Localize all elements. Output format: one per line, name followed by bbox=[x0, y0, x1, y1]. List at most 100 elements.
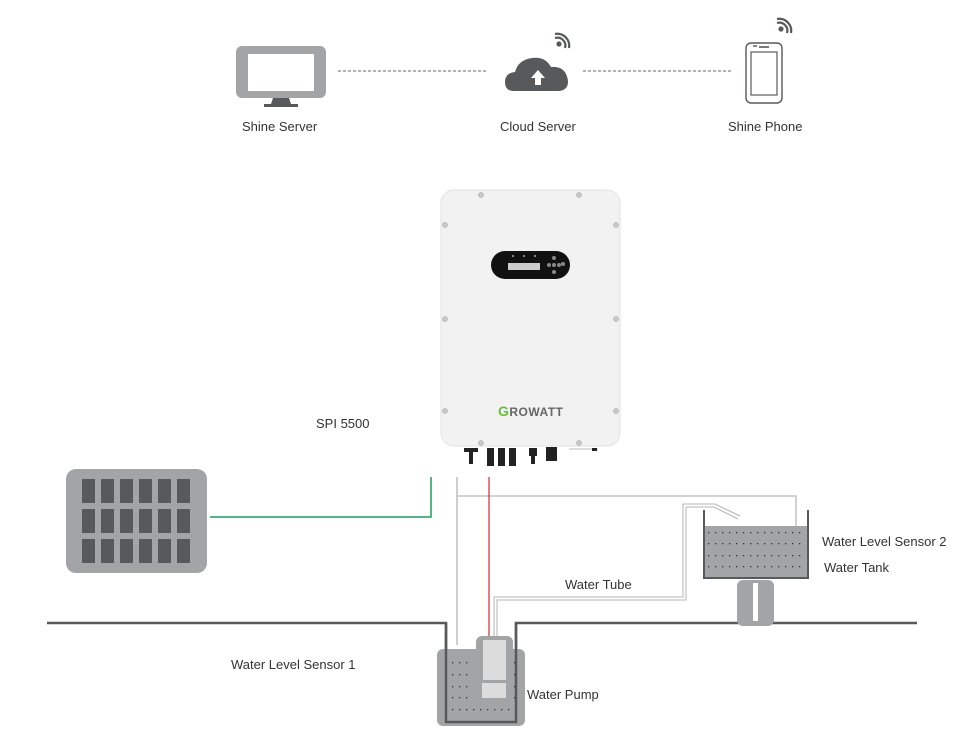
water-dot bbox=[785, 566, 787, 568]
shine-server-label: Shine Server bbox=[242, 119, 318, 134]
water-dot bbox=[785, 532, 787, 534]
water-dot bbox=[466, 686, 468, 688]
water-dot bbox=[729, 543, 731, 545]
sensor-2-cable bbox=[457, 495, 797, 528]
water-dot bbox=[736, 532, 738, 534]
water-dot bbox=[473, 709, 475, 711]
water-dot bbox=[459, 709, 461, 711]
water-dot bbox=[715, 532, 717, 534]
water-dot bbox=[764, 532, 766, 534]
water-dot bbox=[466, 709, 468, 711]
water-dot bbox=[792, 566, 794, 568]
water-dot bbox=[771, 543, 773, 545]
water-dot bbox=[452, 674, 454, 676]
brand-logo: GROWATT bbox=[498, 403, 564, 419]
water-dot bbox=[514, 662, 516, 664]
water-dot bbox=[736, 543, 738, 545]
wifi-icon bbox=[776, 17, 793, 34]
water-dot bbox=[487, 709, 489, 711]
pv-cell bbox=[120, 479, 133, 503]
monitor-icon bbox=[236, 46, 326, 107]
pv-cell bbox=[82, 479, 95, 503]
water-dot bbox=[708, 532, 710, 534]
water-dot bbox=[785, 555, 787, 557]
water-dot bbox=[715, 543, 717, 545]
water-dot bbox=[459, 686, 461, 688]
water-dot bbox=[799, 543, 801, 545]
water-dot bbox=[514, 674, 516, 676]
water-level-sensor-2-label: Water Level Sensor 2 bbox=[822, 534, 947, 549]
water-dot bbox=[743, 555, 745, 557]
water-dot bbox=[764, 543, 766, 545]
pv-cell bbox=[158, 509, 171, 533]
water-dot bbox=[452, 697, 454, 699]
water-dot bbox=[708, 555, 710, 557]
water-dot bbox=[743, 532, 745, 534]
water-dot bbox=[778, 532, 780, 534]
water-dot bbox=[452, 662, 454, 664]
water-dot bbox=[514, 686, 516, 688]
water-dot bbox=[729, 555, 731, 557]
water-dot bbox=[757, 566, 759, 568]
pv-cell bbox=[158, 479, 171, 503]
water-dot bbox=[757, 532, 759, 534]
water-dot bbox=[785, 543, 787, 545]
water-dot bbox=[729, 532, 731, 534]
water-dot bbox=[792, 532, 794, 534]
water-dot bbox=[750, 532, 752, 534]
water-dot bbox=[459, 674, 461, 676]
water-tank bbox=[703, 510, 809, 626]
water-dot bbox=[743, 543, 745, 545]
water-dot bbox=[736, 555, 738, 557]
water-pump-label: Water Pump bbox=[527, 687, 599, 702]
pv-cell bbox=[158, 539, 171, 563]
inverter bbox=[440, 189, 621, 466]
water-dot bbox=[778, 555, 780, 557]
water-tube bbox=[493, 503, 741, 637]
water-dot bbox=[452, 686, 454, 688]
water-dot bbox=[480, 709, 482, 711]
pv-cell bbox=[120, 539, 133, 563]
water-pump bbox=[476, 636, 513, 702]
water-dot bbox=[466, 697, 468, 699]
water-dot bbox=[799, 555, 801, 557]
water-dot bbox=[743, 566, 745, 568]
water-dot bbox=[722, 543, 724, 545]
water-dot bbox=[771, 532, 773, 534]
pv-cell bbox=[101, 509, 114, 533]
pv-cell bbox=[101, 479, 114, 503]
screws bbox=[442, 192, 619, 446]
water-dot bbox=[771, 555, 773, 557]
water-dot bbox=[750, 566, 752, 568]
water-dot bbox=[778, 566, 780, 568]
water-dot bbox=[736, 566, 738, 568]
water-dot bbox=[792, 543, 794, 545]
water-dot bbox=[750, 555, 752, 557]
water-dot bbox=[514, 697, 516, 699]
water-dot bbox=[750, 543, 752, 545]
water-dot bbox=[708, 543, 710, 545]
water-tube-label: Water Tube bbox=[565, 577, 632, 592]
brand-logo-text: ROWATT bbox=[509, 405, 564, 419]
water-dot bbox=[729, 566, 731, 568]
water-dot bbox=[459, 697, 461, 699]
shine-phone-label: Shine Phone bbox=[728, 119, 803, 134]
pv-cell bbox=[177, 539, 190, 563]
water-dot bbox=[452, 709, 454, 711]
pv-cable bbox=[210, 477, 432, 518]
water-dot bbox=[508, 709, 510, 711]
water-dot bbox=[771, 566, 773, 568]
pv-cell bbox=[101, 539, 114, 563]
connectors bbox=[464, 447, 598, 466]
water-dot bbox=[722, 532, 724, 534]
inverter-display-panel bbox=[491, 251, 570, 279]
water-dot bbox=[799, 532, 801, 534]
water-dot bbox=[764, 566, 766, 568]
water-dot bbox=[778, 543, 780, 545]
water-dot bbox=[466, 674, 468, 676]
water-dot bbox=[708, 566, 710, 568]
water-dot bbox=[494, 709, 496, 711]
brand-logo-initial: G bbox=[498, 403, 510, 419]
inverter-model-label: SPI 5500 bbox=[316, 416, 370, 431]
smartphone-icon bbox=[745, 42, 783, 104]
